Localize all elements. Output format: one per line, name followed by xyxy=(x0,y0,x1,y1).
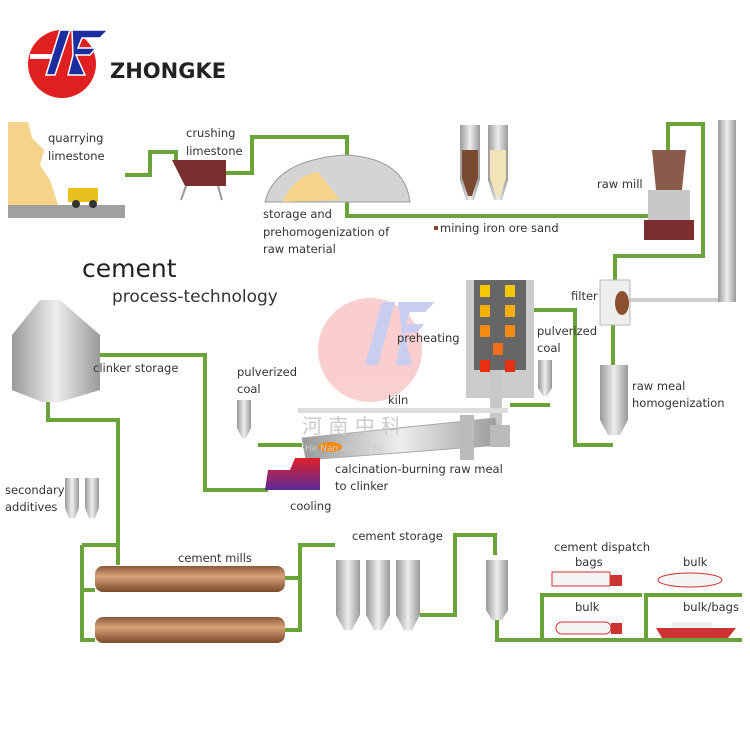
conveyor-pipes xyxy=(46,122,742,642)
label-storage: storage and xyxy=(263,207,332,221)
label-pulverized-coal-left-2: coal xyxy=(237,382,261,396)
label-raw-mill: raw mill xyxy=(597,177,643,191)
additive-silo xyxy=(65,478,79,518)
label-raw-meal: raw meal xyxy=(632,379,685,393)
raw-mill xyxy=(644,150,694,240)
label-preheating: preheating xyxy=(397,331,460,345)
label-storage-3: raw material xyxy=(263,242,336,256)
coal-silo-right xyxy=(538,360,552,396)
label-kiln: kiln xyxy=(388,393,408,407)
cement-storage-silos xyxy=(336,560,420,630)
label-calcination: calcination-burning raw meal xyxy=(335,462,503,476)
coal-silo-left xyxy=(237,400,251,438)
flame-icon xyxy=(318,442,342,452)
label-raw-meal-2: homogenization xyxy=(632,396,725,410)
label-bulk-bottom: bulk xyxy=(575,600,600,614)
watermark-chinese: 河 南 中 科 xyxy=(302,414,401,438)
rotary-kiln xyxy=(298,408,510,461)
label-bulk-top: bulk xyxy=(683,555,708,569)
label-quarrying: quarrying xyxy=(48,131,103,145)
truck-bulk-icon xyxy=(657,572,723,588)
preheater-tower xyxy=(466,280,534,425)
label-crushing: crushing xyxy=(186,126,235,140)
label-filter: filter xyxy=(571,289,598,303)
label-secondary-additives: secondary xyxy=(5,483,65,497)
label-cement-mills: cement mills xyxy=(178,551,252,565)
label-storage-2: prehomogenization of xyxy=(263,225,390,239)
raw-meal-silo xyxy=(600,365,628,435)
label-mining: mining iron ore sand xyxy=(440,221,559,235)
label-crushing-2: limestone xyxy=(186,144,243,158)
label-clinker-storage: clinker storage xyxy=(93,361,178,375)
clinker-silo xyxy=(12,300,100,402)
watermark-latin: He Nan Zhong Ke xyxy=(305,444,384,454)
cement-mill xyxy=(95,617,285,643)
watermark-logo xyxy=(318,298,435,402)
label-dispatch: cement dispatch xyxy=(554,540,650,554)
diagram-title: cement xyxy=(82,254,177,283)
loader-icon xyxy=(68,188,98,202)
filter xyxy=(599,279,631,326)
raw-material-silos xyxy=(434,125,508,230)
ship-icon xyxy=(656,622,736,638)
label-secondary-additives-2: additives xyxy=(5,500,57,514)
clinker-cooler xyxy=(265,458,320,490)
truck-bulk-icon xyxy=(555,621,622,635)
storage-dome xyxy=(264,154,411,203)
label-bulk-bags: bulk/bags xyxy=(683,600,739,614)
label-pulverized-coal-right-2: coal xyxy=(537,341,561,355)
crusher xyxy=(172,160,226,201)
label-bags: bags xyxy=(575,555,603,569)
diagram-subtitle: process-technology xyxy=(112,287,278,307)
label-pulverized-coal-left: pulverized xyxy=(237,365,297,379)
zhongke-logo: ZHONGKE xyxy=(28,29,226,98)
quarry-illustration xyxy=(8,122,125,218)
label-calcination-2: to clinker xyxy=(335,479,389,493)
dispatch-silo xyxy=(486,560,508,620)
truck-bags-icon xyxy=(551,571,622,587)
label-quarrying-2: limestone xyxy=(48,149,105,163)
chimney xyxy=(718,120,736,302)
brand-name: ZHONGKE xyxy=(110,59,226,83)
label-cooling: cooling xyxy=(290,499,331,513)
additive-silo xyxy=(85,478,99,518)
label-cement-storage: cement storage xyxy=(352,529,443,543)
cement-mill xyxy=(95,566,285,592)
label-pulverized-coal-right: pulverized xyxy=(537,324,597,338)
